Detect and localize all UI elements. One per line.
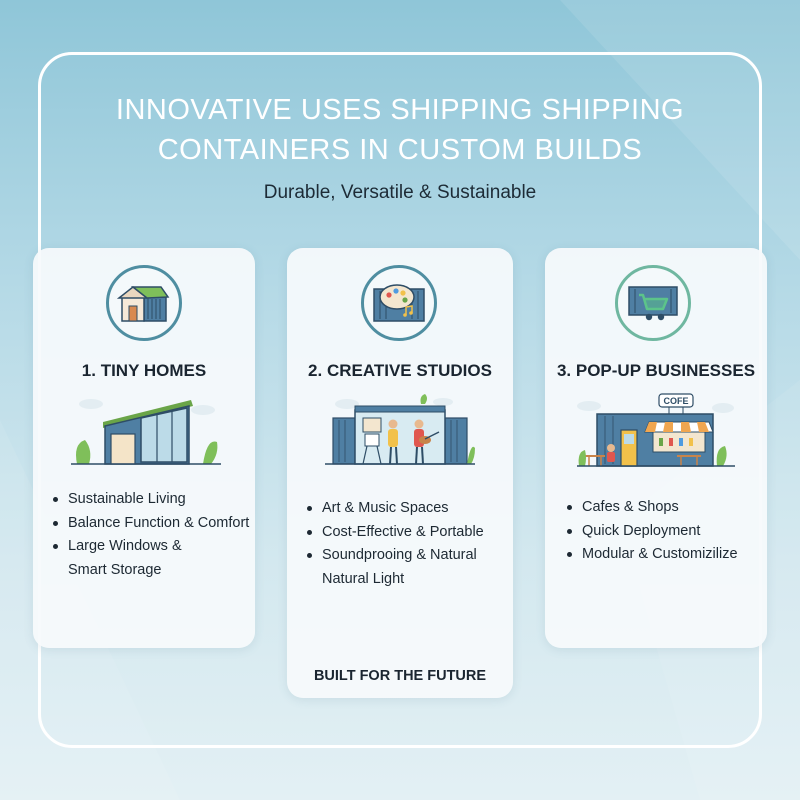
bullet-item: Cost-Effective & Portable bbox=[307, 521, 484, 545]
card-creative-studios: 2. CREATIVE STUDIOS bbox=[287, 248, 513, 698]
footer-label: BUILT FOR THE FUTURE bbox=[313, 668, 487, 684]
card-tiny-homes: 1. TINY HOMES Sustainable Living Balance… bbox=[33, 248, 255, 648]
bullet-list: Cafes & Shops Quick Deployment Modular &… bbox=[567, 496, 738, 567]
tiny-home-icon bbox=[106, 265, 182, 341]
card-pop-up-businesses: 3. POP-UP BUSINESSES COFE bbox=[545, 248, 767, 648]
creative-studio-illustration bbox=[325, 392, 475, 477]
title-line-1: INNOVATIVE USES SHIPPING SHIPPING bbox=[115, 94, 685, 126]
card-title: 3. POP-UP BUSINESSES bbox=[556, 361, 756, 380]
bullet-item: Balance Function & Comfort bbox=[53, 512, 249, 536]
card-title: 1. TINY HOMES bbox=[81, 361, 207, 380]
bullet-item: Sustainable Living bbox=[53, 488, 249, 512]
cafe-sign-text: COFE bbox=[663, 396, 688, 406]
page-subtitle: Durable, Versatile & Sustainable bbox=[263, 182, 537, 203]
bullet-list: Art & Music Spaces Cost-Effective & Port… bbox=[307, 497, 484, 591]
title-line-2: CONTAINERS IN CUSTOM BUILDS bbox=[157, 134, 643, 166]
pop-up-cafe-illustration: COFE bbox=[577, 392, 735, 479]
shopping-cart-container-icon bbox=[615, 265, 691, 341]
bullet-item: Art & Music Spaces bbox=[307, 497, 484, 521]
bullet-item: Modular & Customizilize bbox=[567, 543, 738, 567]
bullet-item: Large Windows &Smart Storage bbox=[53, 535, 249, 582]
palette-container-icon bbox=[361, 265, 437, 341]
bullet-item: Cafes & Shops bbox=[567, 496, 738, 520]
card-title: 2. CREATIVE STUDIOS bbox=[308, 361, 492, 380]
tiny-home-illustration bbox=[71, 392, 221, 477]
bullet-item: Quick Deployment bbox=[567, 520, 738, 544]
page-title: INNOVATIVE USES SHIPPING SHIPPING CONTAI… bbox=[80, 90, 720, 170]
bullet-list: Sustainable Living Balance Function & Co… bbox=[53, 488, 249, 582]
